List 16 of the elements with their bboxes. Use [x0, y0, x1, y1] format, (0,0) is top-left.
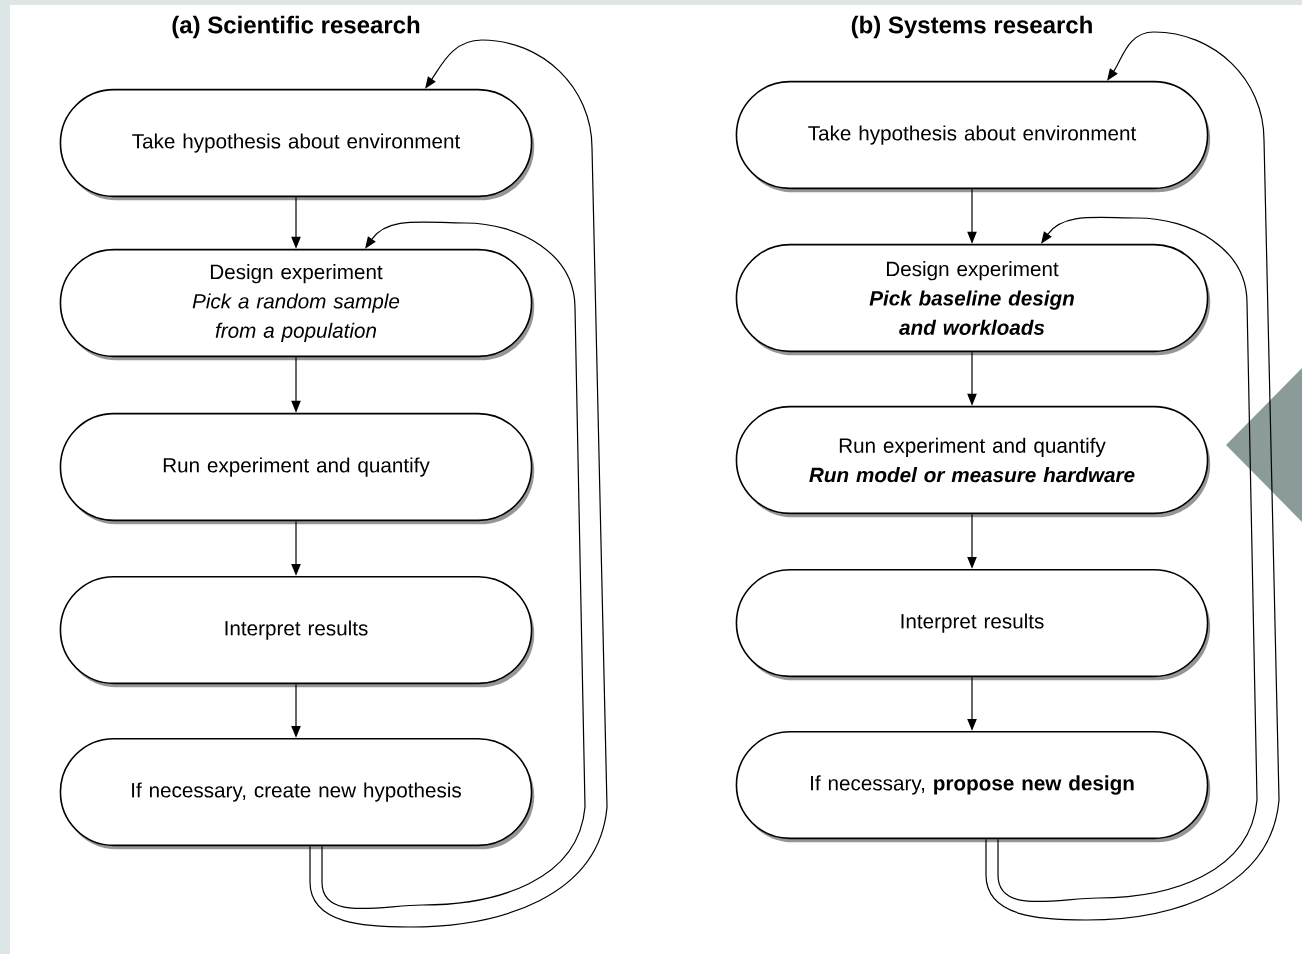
- arrow: [309, 39, 608, 928]
- panel-title: (a) Scientific research: [172, 15, 420, 39]
- process-box: Run experiment and quantify Run model or measure hardware: [735, 405, 1211, 518]
- process-box: Run experiment and quantify: [59, 412, 535, 525]
- process-box: If necessary, propose new design: [735, 730, 1211, 843]
- process-box: Take hypothesis about environment: [735, 80, 1211, 193]
- process-box: Interpret results: [735, 568, 1211, 681]
- process-box: Interpret results: [59, 575, 535, 688]
- process-box: Design experiment Pick a random sample from a population: [59, 248, 535, 361]
- arrow: [997, 216, 1258, 903]
- arrow: [985, 31, 1280, 921]
- process-box: Design experiment Pick baseline design and workloads: [735, 243, 1211, 356]
- process-box: If necessary, create new hypothesis: [59, 737, 535, 850]
- panel-title: (b) Systems research: [851, 15, 1092, 39]
- process-box: Take hypothesis about environment: [59, 88, 535, 201]
- arrow: [321, 221, 586, 910]
